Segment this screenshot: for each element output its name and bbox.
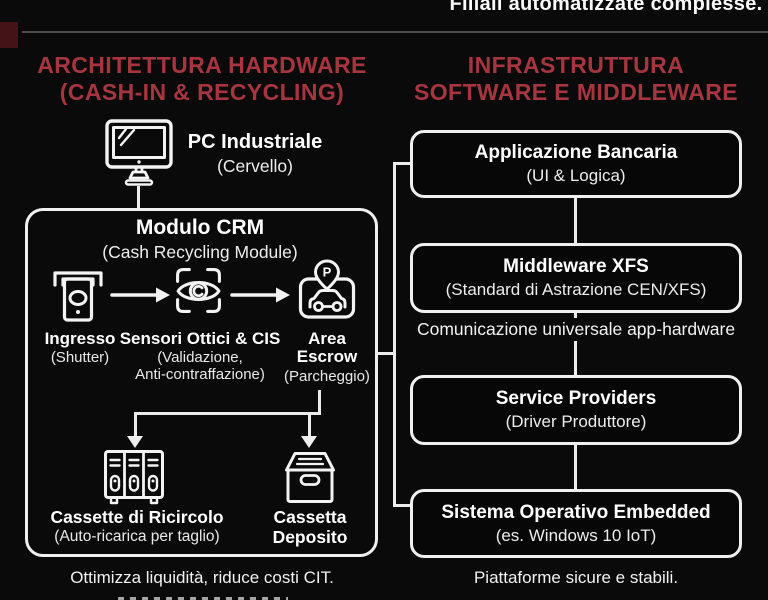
connector-box2-box3 [574, 311, 577, 377]
box2-title: Middleware XFS [503, 256, 649, 277]
connector-drop-right [308, 412, 311, 437]
recycling-cassettes-icon [104, 450, 164, 505]
monitor-icon [105, 119, 173, 186]
box4-subtitle: (es. Windows 10 IoT) [495, 525, 657, 545]
middleware-note: Comunicazione universale app-hardware [400, 318, 752, 341]
box1-subtitle: (UI & Logica) [526, 166, 626, 185]
cash-slot-icon [53, 271, 103, 322]
escrow-title-1: Area [308, 329, 346, 348]
sensori-subtitle-1: (Validazione, [157, 349, 243, 366]
box3-title: Service Providers [495, 388, 657, 409]
box2-subtitle: (Standard di Astrazione CEN/XFS) [445, 280, 707, 299]
connector-escrow-down [318, 390, 321, 414]
scan-eye-icon [176, 268, 221, 313]
connector-box3-box4 [574, 443, 577, 491]
cassetta-deposito-title-1: Cassetta [273, 507, 347, 527]
ingresso-title: Ingresso [44, 329, 116, 348]
cassette-ricircolo-subtitle: (Auto-ricarica per taglio) [54, 528, 220, 545]
box4-title: Sistema Operativo Embedded [441, 501, 711, 523]
top-caption: Filiali automatizzate complesse. [449, 0, 763, 15]
escrow-subtitle: (Parcheggio) [284, 368, 370, 385]
connector-crm-to-bracket [375, 352, 395, 355]
right-heading-line2: SOFTWARE E MIDDLEWARE [413, 79, 738, 105]
cassetta-deposito-title-2: Deposito [272, 527, 348, 547]
left-heading-line1: ARCHITETTURA HARDWARE [37, 52, 367, 78]
arrowhead-down-right [301, 436, 317, 448]
bracket-bottom-stub [393, 504, 412, 507]
left-heading-line2: (CASH-IN & RECYCLING) [59, 79, 345, 105]
cassette-ricircolo-title: Cassette di Ricircolo [50, 507, 224, 527]
connector-pc-to-crm [137, 186, 140, 210]
sensori-title: Sensori Ottici & CIS [119, 329, 281, 348]
right-heading-line1: INFRASTRUTTURA [467, 52, 685, 78]
connector-branch-horizontal [134, 412, 321, 415]
sensori-subtitle-2: Anti-contraffazione) [135, 366, 265, 383]
arrowhead-down-left [127, 436, 143, 448]
bracket-vertical [393, 162, 396, 507]
box1-title: Applicazione Bancaria [474, 142, 678, 163]
box-middleware-xfs: Middleware XFS (Standard di Astrazione C… [410, 243, 742, 313]
box-service-providers: Service Providers (Driver Produttore) [410, 375, 742, 445]
escrow-title-2: Escrow [296, 347, 358, 366]
crm-module-box [25, 208, 378, 557]
parking-pin-letter: P [323, 265, 332, 280]
header-divider [22, 31, 768, 33]
right-column-heading: INFRASTRUTTURA SOFTWARE E MIDDLEWARE [392, 52, 760, 106]
crm-title: Modulo CRM [135, 216, 265, 239]
pc-title: PC Industriale [187, 131, 323, 153]
right-column-caption: Piattaforme sicure e stabili. [473, 568, 679, 587]
box-applicazione-bancaria: Applicazione Bancaria (UI & Logica) [410, 130, 742, 198]
flow-arrow-icon [230, 287, 290, 303]
ingresso-subtitle: (Shutter) [50, 349, 110, 366]
flow-arrow-icon [110, 287, 170, 303]
left-column-heading: ARCHITETTURA HARDWARE (CASH-IN & RECYCLI… [2, 52, 402, 106]
car-parking-pin-icon: P [298, 259, 356, 319]
connector-box1-box2 [574, 196, 577, 245]
left-column-caption: Ottimizza liquidità, riduce costi CIT. [70, 568, 334, 587]
clipped-text-line [118, 597, 288, 600]
bracket-top-stub [393, 162, 412, 165]
crm-subtitle: (Cash Recycling Module) [102, 242, 298, 262]
deposit-box-icon [285, 452, 335, 503]
box-sistema-operativo: Sistema Operativo Embedded (es. Windows … [410, 489, 742, 558]
red-edge-notch [0, 22, 18, 48]
box3-subtitle: (Driver Produttore) [505, 412, 647, 431]
connector-drop-left [134, 412, 137, 437]
pc-subtitle: (Cervello) [217, 156, 293, 176]
